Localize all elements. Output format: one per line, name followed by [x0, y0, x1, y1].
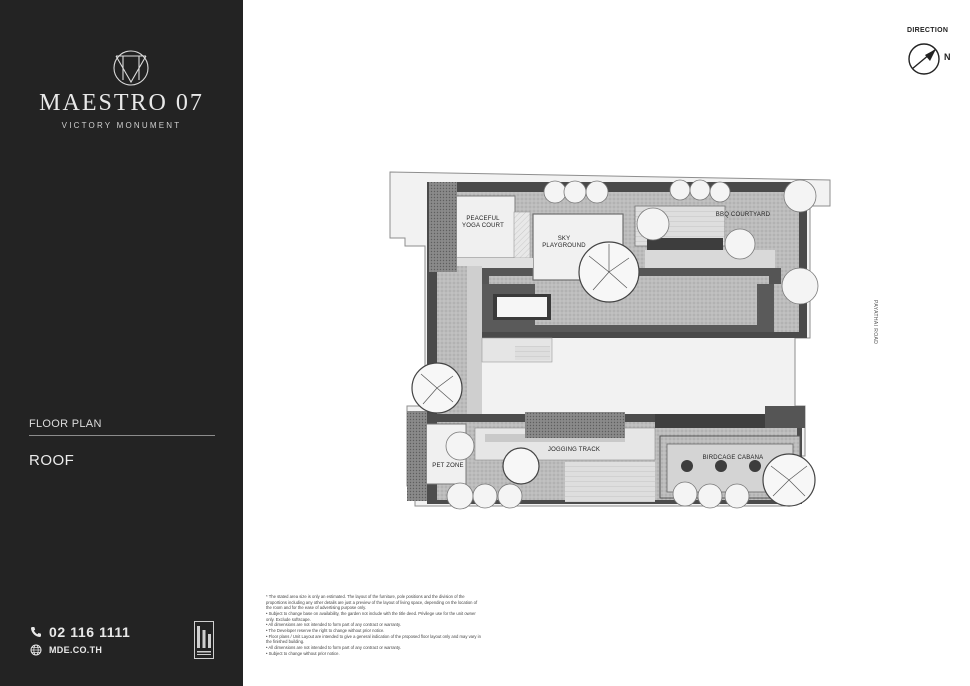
label-birdcage-cabana: BIRDCAGE CABANA	[702, 455, 764, 461]
note-item: • The Developer reserve the right to cha…	[266, 628, 385, 634]
divider	[29, 435, 215, 436]
phone-icon	[31, 627, 41, 637]
note-item: • All dimensions are not intended to for…	[266, 622, 401, 628]
developer-logo-icon	[194, 621, 214, 659]
brand-subtitle: VICTORY MONUMENT	[61, 121, 182, 130]
website-link[interactable]: MDE.CO.TH	[30, 644, 102, 656]
brand-sidebar: MAESTRO 07 VICTORY MONUMENT FLOOR PLAN R…	[0, 0, 243, 686]
website-url: MDE.CO.TH	[49, 645, 103, 655]
label-yoga-court: PEACEFUL YOGA COURT	[462, 216, 504, 230]
note-item: • Floor plans / Unit Layout are intended…	[266, 633, 481, 645]
note-item: • Subject to change without prior notice…	[266, 650, 340, 656]
floor-name: ROOF	[29, 452, 75, 469]
note-item: • All dimensions are not intended to for…	[266, 645, 401, 651]
label-pet-zone: PET ZONE	[432, 463, 464, 469]
label-jogging-track: JOGGING TRACK	[547, 447, 601, 453]
note-item: • Subject to change base on availability…	[266, 611, 476, 622]
compass-icon: N	[908, 43, 951, 75]
maestro-logo-mark-icon	[113, 50, 149, 86]
north-label: N	[944, 52, 951, 62]
brand-title: MAESTRO 07	[39, 90, 204, 116]
floor-plan-label: FLOOR PLAN	[29, 418, 102, 430]
phone-contact[interactable]: 02 116 1111	[30, 624, 130, 640]
label-sky-playground: SKY PLAYGROUND	[542, 236, 586, 250]
disclaimer-notes: * The stated area size is only an estima…	[266, 594, 481, 656]
note-item: * The stated area size is only an estima…	[266, 594, 478, 611]
roof-site-plan	[389, 171, 831, 510]
label-bbq-courtyard: BBQ COURTYARD	[715, 212, 771, 218]
road-label: PAYATHAI ROAD	[872, 300, 878, 345]
direction-label: DIRECTION	[907, 27, 949, 34]
phone-number: 02 116 1111	[49, 624, 131, 640]
globe-icon	[30, 644, 42, 656]
